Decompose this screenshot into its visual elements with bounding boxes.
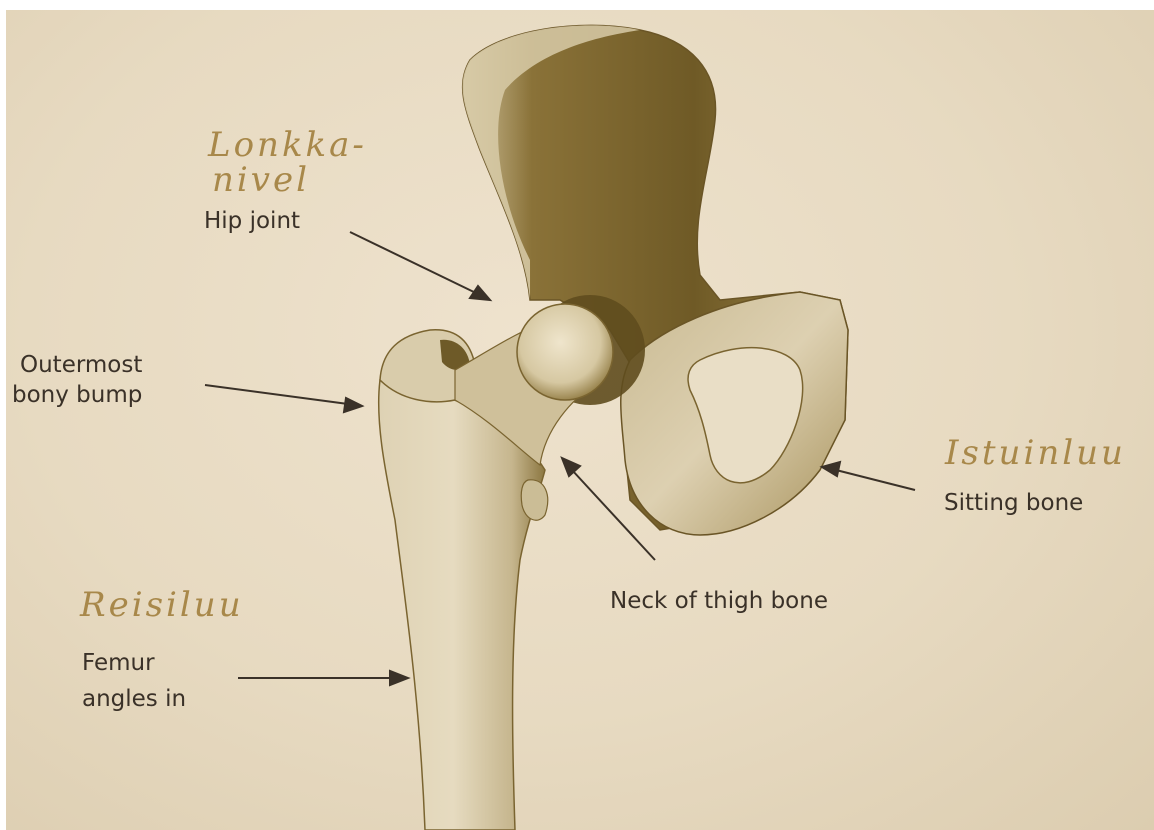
- arrow-outermost-bump: [205, 385, 348, 404]
- label-femur-line2: angles in: [82, 684, 186, 714]
- arrowhead-sitting-bone: [822, 462, 840, 476]
- arrowhead-hip-joint: [470, 286, 490, 300]
- arrowhead-outermost-bump: [344, 398, 362, 412]
- handwritten-lonkkanivel-line1: Lonkka-: [208, 128, 367, 162]
- label-hip-joint: Hip joint: [204, 206, 300, 236]
- femoral-head: [517, 304, 613, 400]
- arrowhead-femur: [390, 671, 408, 685]
- handwritten-istuinluu: Istuinluu: [945, 436, 1126, 470]
- label-sitting-bone: Sitting bone: [944, 488, 1083, 518]
- arrow-hip-joint: [350, 232, 478, 294]
- arrowhead-neck: [562, 458, 580, 476]
- handwritten-reisiluu: Reisiluu: [80, 588, 244, 622]
- label-outermost-bump-line2: bony bump: [12, 380, 142, 410]
- label-neck-of-thigh-bone: Neck of thigh bone: [610, 586, 828, 616]
- label-outermost-bump-line1: Outermost: [20, 350, 142, 380]
- lesser-trochanter: [521, 480, 547, 520]
- arrow-sitting-bone: [836, 470, 915, 490]
- label-femur-line1: Femur: [82, 648, 155, 678]
- handwritten-lonkkanivel-line2: nivel: [212, 163, 310, 197]
